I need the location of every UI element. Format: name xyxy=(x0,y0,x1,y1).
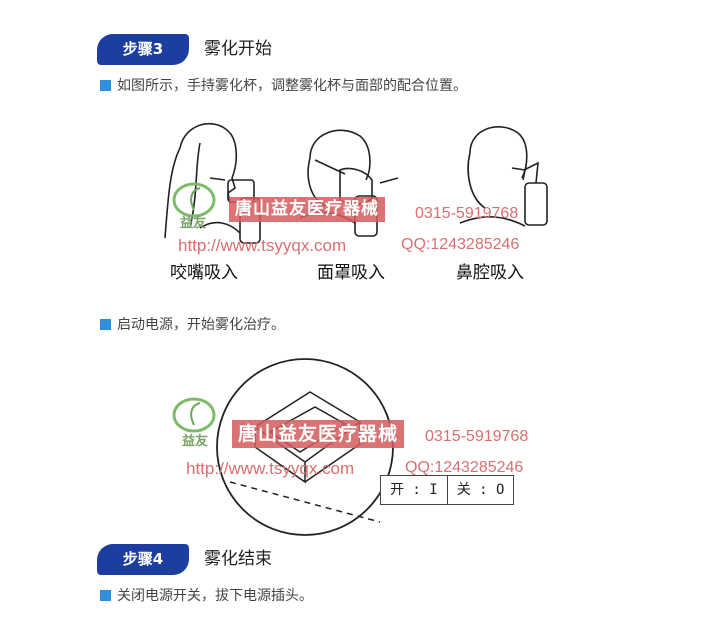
logo-icon xyxy=(172,182,216,218)
step3-badge: 步骤3 xyxy=(97,34,189,65)
step4-instruction: 关闭电源开关，拔下电源插头。 xyxy=(100,587,313,605)
watermark-url: http://www.tsyyqx.com xyxy=(178,236,347,255)
bullet-square-icon xyxy=(100,319,111,330)
step3-instruction-2: 启动电源，开始雾化治疗。 xyxy=(100,316,285,334)
method-label-mask: 面罩吸入 xyxy=(317,263,385,283)
watermark-phone-2: 0315-5919768 xyxy=(425,428,529,445)
watermark-phone: 0315-5919768 xyxy=(415,205,519,222)
bullet-square-icon xyxy=(100,590,111,601)
method-label-mouthpiece: 咬嘴吸入 xyxy=(170,263,238,283)
watermark-company: 唐山益友医疗器械 xyxy=(229,197,385,222)
watermark-url-2: http://www.tsyyqx.com xyxy=(186,459,355,478)
switch-label-panel: 开 : I 关 : O xyxy=(380,475,515,505)
step3-instruction-2-text: 启动电源，开始雾化治疗。 xyxy=(117,317,285,333)
watermark-qq-2: QQ:1243285246 xyxy=(405,459,524,476)
logo-text-2: 益友 xyxy=(182,433,209,448)
switch-off-label: 关 : O xyxy=(446,476,514,504)
watermark-company-2: 唐山益友医疗器械 xyxy=(232,420,405,448)
step3-instruction-text: 如图所示，手持雾化杯，调整雾化杯与面部的配合位置。 xyxy=(117,78,467,94)
step4-title: 雾化结束 xyxy=(204,549,272,569)
watermark-qq: QQ:1243285246 xyxy=(401,236,520,253)
step3-title: 雾化开始 xyxy=(204,39,272,59)
logo-text: 益友 xyxy=(180,215,207,230)
step3-instruction: 如图所示，手持雾化杯，调整雾化杯与面部的配合位置。 xyxy=(100,77,467,95)
logo-icon-2 xyxy=(172,397,216,433)
method-label-nasal: 鼻腔吸入 xyxy=(456,263,524,283)
step4-badge: 步骤4 xyxy=(97,544,189,575)
bullet-square-icon xyxy=(100,80,111,91)
step4-instruction-text: 关闭电源开关，拔下电源插头。 xyxy=(117,588,313,604)
switch-on-label: 开 : I xyxy=(390,482,438,498)
